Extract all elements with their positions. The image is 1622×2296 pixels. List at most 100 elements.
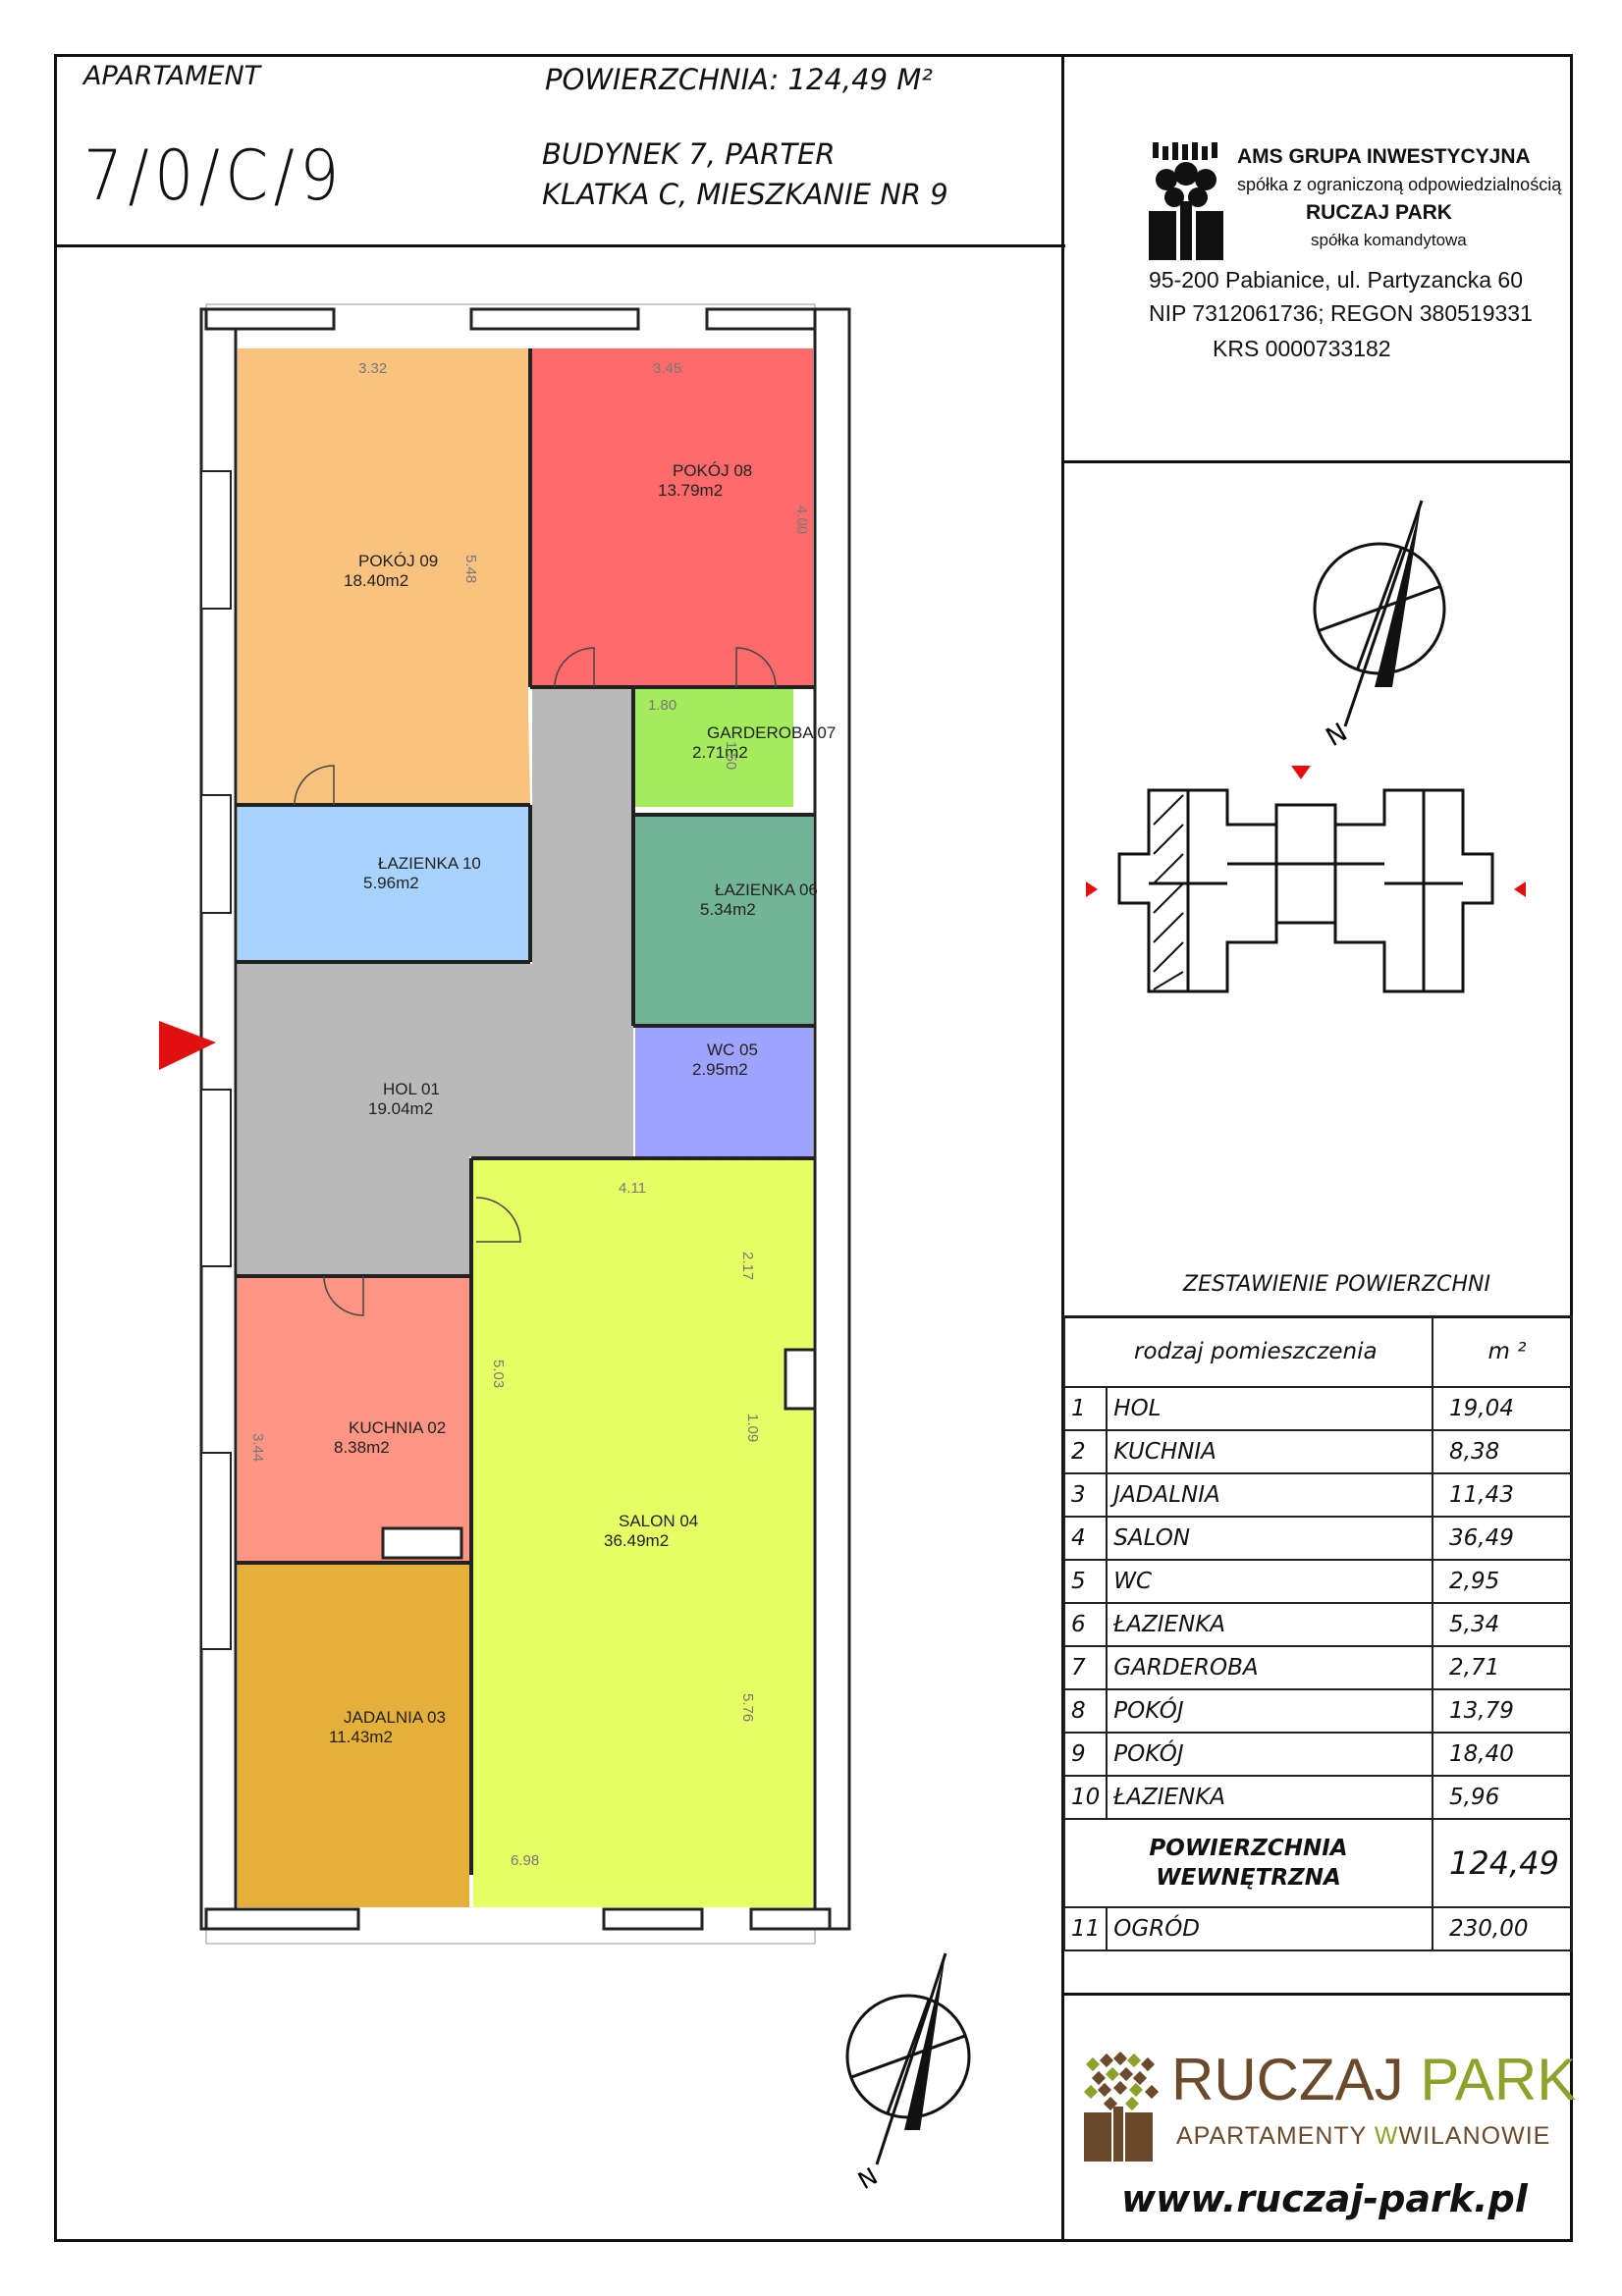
room-pokój-08 — [532, 348, 813, 685]
row-value: 18,40 — [1432, 1732, 1573, 1777]
compass-bottom-north-letter: N — [853, 2163, 883, 2195]
dimension-label: 2.17 — [739, 1252, 756, 1280]
room-łazienka-06 — [635, 817, 813, 1024]
row-value: 13,79 — [1432, 1688, 1573, 1734]
company-krs: KRS 0000733182 — [1213, 336, 1391, 361]
company-divider — [1061, 460, 1573, 463]
room-name-label: ŁAZIENKA 06 — [715, 881, 818, 899]
row-number: 9 — [1062, 1732, 1108, 1777]
col-type-header: rodzaj pomieszczenia — [1063, 1315, 1433, 1388]
row-value: 11,43 — [1432, 1472, 1573, 1518]
company-name: AMS GRUPA INWESTYCYJNA — [1237, 145, 1531, 168]
company-line2: spółka z ograniczoną odpowiedzialnością — [1237, 175, 1562, 194]
room-hol-01 — [238, 689, 633, 1274]
room-name-label: ŁAZIENKA 10 — [378, 854, 481, 873]
row-value: 8,38 — [1432, 1429, 1573, 1474]
garden-number: 11 — [1062, 1906, 1108, 1951]
room-wc-05 — [635, 1028, 813, 1156]
row-number: 7 — [1062, 1645, 1108, 1690]
dimension-label: 3.32 — [358, 360, 387, 377]
room-pokój-09 — [238, 348, 530, 803]
row-name: POKÓJ — [1106, 1688, 1433, 1734]
right-column-divider — [1061, 54, 1064, 2242]
row-name: KUCHNIA — [1106, 1429, 1433, 1474]
row-value: 2,95 — [1432, 1559, 1573, 1604]
area-label: POWIERZCHNIA: 124,49 M² — [545, 63, 933, 96]
website-link[interactable]: www.ruczaj-park.pl — [1121, 2177, 1528, 2220]
dimension-label: 1.50 — [723, 741, 739, 770]
room-area-label: 5.96m2 — [363, 874, 419, 892]
room-name-label: GARDEROBA 07 — [707, 723, 836, 742]
room-name-label: WC 05 — [707, 1041, 758, 1059]
row-number: 2 — [1062, 1429, 1108, 1474]
dimension-label: 6.98 — [511, 1852, 539, 1869]
entrance-arrow — [159, 1021, 216, 1070]
stair-line: KLATKA C, MIESZKANIE NR 9 — [542, 178, 948, 211]
brand-name-1: RUCZAJ — [1171, 2047, 1404, 2112]
room-garderoba-07 — [635, 689, 793, 807]
brand-name: RUCZAJ PARK — [1171, 2046, 1576, 2113]
row-name: ŁAZIENKA — [1106, 1602, 1433, 1647]
dimension-label: 1.09 — [744, 1414, 761, 1442]
brand-tagline-1: APARTAMENTY — [1176, 2122, 1367, 2150]
brand-divider — [1061, 1993, 1573, 1996]
row-number: 3 — [1062, 1472, 1108, 1518]
brand-name-2: PARK — [1420, 2047, 1577, 2112]
row-value: 2,71 — [1432, 1645, 1573, 1690]
room-kuchnia-02 — [238, 1278, 469, 1561]
room-area-label: 8.38m2 — [334, 1438, 390, 1457]
dimension-label: 3.44 — [249, 1433, 266, 1462]
company-tree-logo — [1147, 142, 1225, 260]
room-area-label: 18.40m2 — [344, 571, 408, 590]
row-name: ŁAZIENKA — [1106, 1775, 1433, 1820]
room-name-label: JADALNIA 03 — [344, 1708, 446, 1727]
dimension-label: 4.00 — [793, 506, 810, 534]
summary-title: ZESTAWIENIE POWIERZCHNI — [1183, 1272, 1490, 1297]
dimension-label: 1.80 — [648, 697, 676, 714]
room-area-label: 11.43m2 — [329, 1728, 393, 1746]
header-divider — [54, 244, 1065, 247]
room-name-label: POKÓJ 08 — [673, 461, 752, 480]
company-ids: NIP 7312061736; REGON 380519331 — [1149, 300, 1533, 326]
room-łazienka-10 — [238, 807, 528, 960]
total-label-1: POWIERZCHNIA — [1149, 1836, 1348, 1861]
row-name: GARDEROBA — [1106, 1645, 1433, 1690]
dimension-label: 5.48 — [462, 555, 479, 583]
row-number: 10 — [1062, 1775, 1108, 1820]
row-name: SALON — [1106, 1516, 1433, 1561]
dimension-label: 4.11 — [619, 1180, 646, 1197]
compass-rose-bottom: N — [839, 1944, 1026, 2199]
room-area-label: 19.04m2 — [368, 1099, 433, 1118]
row-name: POKÓJ — [1106, 1732, 1433, 1777]
room-name-label: KUCHNIA 02 — [349, 1418, 446, 1437]
room-area-label: 2.71m2 — [692, 743, 748, 762]
apartment-label: APARTAMENT — [83, 61, 261, 91]
room-jadalnia-03 — [238, 1565, 469, 1907]
room-name-label: POKÓJ 09 — [358, 552, 438, 570]
total-label: POWIERZCHNIA WEWNĘTRZNA — [1063, 1818, 1433, 1908]
sheet-frame — [54, 54, 1573, 2242]
brand-tagline-2: WILANOWIE — [1398, 2122, 1551, 2150]
row-name: JADALNIA — [1106, 1472, 1433, 1518]
room-name-label: SALON 04 — [619, 1512, 698, 1530]
dimension-label: 5.76 — [739, 1693, 756, 1722]
compass-rose-top: N — [1306, 491, 1502, 756]
key-plan — [1080, 766, 1532, 1011]
row-name: WC — [1106, 1559, 1433, 1604]
room-area-label: 5.34m2 — [700, 900, 756, 919]
col-unit-header: m ² — [1432, 1315, 1573, 1388]
row-number: 5 — [1062, 1559, 1108, 1604]
row-number: 8 — [1062, 1688, 1108, 1734]
dimension-label: 3.45 — [653, 360, 681, 377]
apartment-code: 7/0/C/9 — [83, 135, 345, 216]
